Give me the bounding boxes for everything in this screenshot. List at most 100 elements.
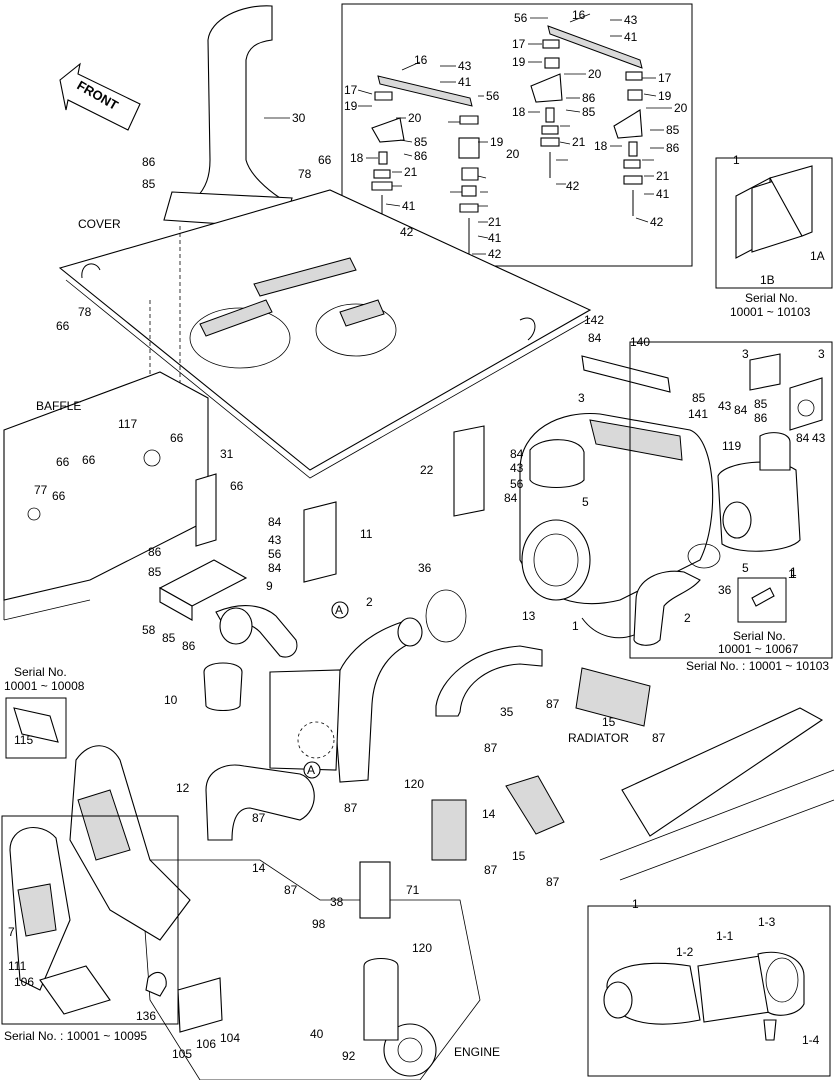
serial-caption-1a1b-l1: Serial No. (745, 291, 798, 305)
callout: 3 (742, 347, 749, 361)
callout: 19 (490, 135, 504, 149)
callout: 40 (310, 1027, 324, 1041)
callout: 43 (268, 533, 282, 547)
callout: 20 (588, 67, 602, 81)
callout: 42 (400, 225, 414, 239)
serial-caption-right-mid: Serial No. : 10001 ~ 10103 (686, 659, 829, 673)
callout: 21 (656, 169, 670, 183)
callout: 84 (510, 447, 524, 461)
callout: 41 (656, 187, 670, 201)
callout: 1A (810, 249, 825, 263)
callout: 1 (788, 567, 795, 581)
callout: 43 (718, 399, 732, 413)
callout: 43 (812, 431, 826, 445)
callout: 20 (674, 101, 688, 115)
callout: 84 (268, 515, 282, 529)
callout: 43 (624, 13, 638, 27)
box-index-1a1b: 1 (733, 153, 740, 167)
callout: 87 (546, 875, 560, 889)
callout: 78 (78, 305, 92, 319)
callout: 85 (692, 391, 706, 405)
callout: 86 (182, 639, 196, 653)
callout: 78 (298, 167, 312, 181)
left-serial-box-top (5, 697, 67, 759)
callout: 35 (500, 705, 514, 719)
serial-caption-small-l2: 10001 ~ 10067 (718, 642, 799, 656)
area-label-cover: COVER (78, 217, 121, 231)
callout: 71 (406, 883, 420, 897)
serial-caption-small-l1: Serial No. (733, 629, 786, 643)
air-cleaner-main (519, 355, 714, 639)
callout: 16 (414, 53, 428, 67)
callout: 56 (268, 547, 282, 561)
callout: 87 (484, 863, 498, 877)
callout: 22 (420, 463, 434, 477)
callout: 87 (252, 811, 266, 825)
svg-text:A: A (335, 603, 343, 617)
callout: 86 (582, 91, 596, 105)
callout: 77 (34, 483, 48, 497)
bracket-11 (303, 501, 337, 583)
bracket-104 (177, 977, 223, 1033)
callout: 17 (658, 71, 672, 85)
exhaust-stack (163, 5, 293, 229)
callout: 66 (82, 453, 96, 467)
callout: 1-4 (802, 1033, 820, 1047)
bracket-detail-inset (341, 3, 693, 323)
callout: 38 (330, 895, 344, 909)
callout: 117 (118, 417, 137, 431)
callout: 120 (404, 777, 424, 791)
area-label-engine: ENGINE (454, 1045, 500, 1059)
serial-caption-left-top-l2: 10001 ~ 10008 (4, 679, 85, 693)
callout: 3 (578, 391, 585, 405)
callout: 84 (588, 331, 602, 345)
callout: 5 (742, 561, 749, 575)
callout: 14 (482, 807, 496, 821)
callout: 11 (360, 527, 373, 541)
callout: 12 (176, 781, 190, 795)
callout: 104 (220, 1031, 240, 1045)
callout: 1-2 (676, 945, 694, 959)
callout: 36 (718, 583, 732, 597)
callout: 56 (514, 11, 528, 25)
callout: 1 (790, 567, 797, 581)
callout: 111 (8, 959, 27, 973)
callout: 58 (142, 623, 156, 637)
callout: 36 (418, 561, 432, 575)
air-cleaner-detail-box (629, 341, 833, 659)
box-index-mid: 1 (790, 565, 797, 579)
callout: 3 (818, 347, 825, 361)
callout: 115 (14, 733, 33, 747)
callout: 15 (512, 849, 526, 863)
callout: 66 (318, 153, 332, 167)
callout: 66 (170, 431, 184, 445)
callout: 17 (512, 37, 526, 51)
callout: 105 (172, 1047, 192, 1061)
callout: 85 (666, 123, 680, 137)
callout: 85 (414, 135, 428, 149)
callout: 85 (754, 397, 768, 411)
serial-caption-1a1b-l2: 10001 ~ 10103 (730, 305, 811, 319)
callout: 84 (734, 403, 748, 417)
engine-cover (58, 189, 592, 479)
bracket-22 (453, 425, 485, 517)
callout: 31 (220, 447, 234, 461)
area-label-baffle: BAFFLE (36, 399, 81, 413)
callout: 85 (142, 177, 156, 191)
callout: 66 (56, 319, 70, 333)
callout: 120 (412, 941, 432, 955)
callout: 5 (582, 495, 589, 509)
callout: 66 (56, 455, 70, 469)
box-index-bottom: 1 (632, 897, 639, 911)
callout: 18 (594, 139, 608, 153)
callout: 14 (252, 861, 266, 875)
callout: 1-1 (716, 929, 734, 943)
callout: 42 (566, 179, 580, 193)
callout: 86 (148, 545, 162, 559)
callout: 66 (52, 489, 66, 503)
callout: 10 (164, 693, 178, 707)
callout: 56 (486, 89, 500, 103)
callout: 17 (344, 83, 358, 97)
callout: 87 (546, 697, 560, 711)
callout: 92 (342, 1049, 356, 1063)
